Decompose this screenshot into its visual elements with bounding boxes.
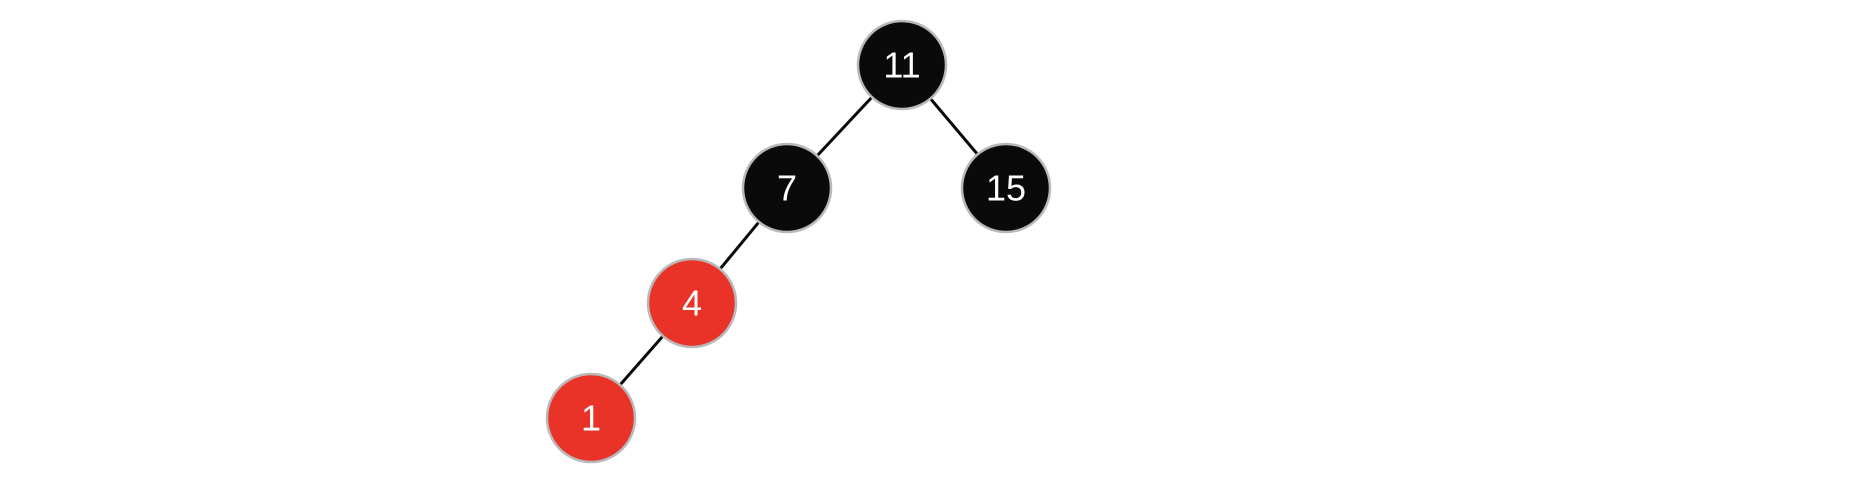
tree-node-label: 4 bbox=[682, 283, 702, 324]
tree-node-circle-black bbox=[960, 142, 1052, 234]
tree-node-label: 11 bbox=[883, 45, 920, 86]
tree-edges-group bbox=[589, 63, 1008, 420]
tree-node-7: 7 bbox=[741, 142, 833, 234]
tree-nodes-group: 11 7 15 4 1 bbox=[545, 19, 1052, 464]
tree-node-label: 15 bbox=[986, 168, 1026, 209]
tree-node-circle-black bbox=[856, 19, 948, 111]
tree-node-15: 15 bbox=[960, 142, 1052, 234]
tree-node-circle-red bbox=[545, 372, 637, 464]
tree-node-circle-black bbox=[741, 142, 833, 234]
tree-node-label: 7 bbox=[777, 168, 797, 209]
tree-node-label: 1 bbox=[581, 398, 601, 439]
tree-node-11: 11 bbox=[856, 19, 948, 111]
tree-node-4: 4 bbox=[646, 257, 738, 349]
tree-node-circle-red bbox=[646, 257, 738, 349]
tree-node-1: 1 bbox=[545, 372, 637, 464]
